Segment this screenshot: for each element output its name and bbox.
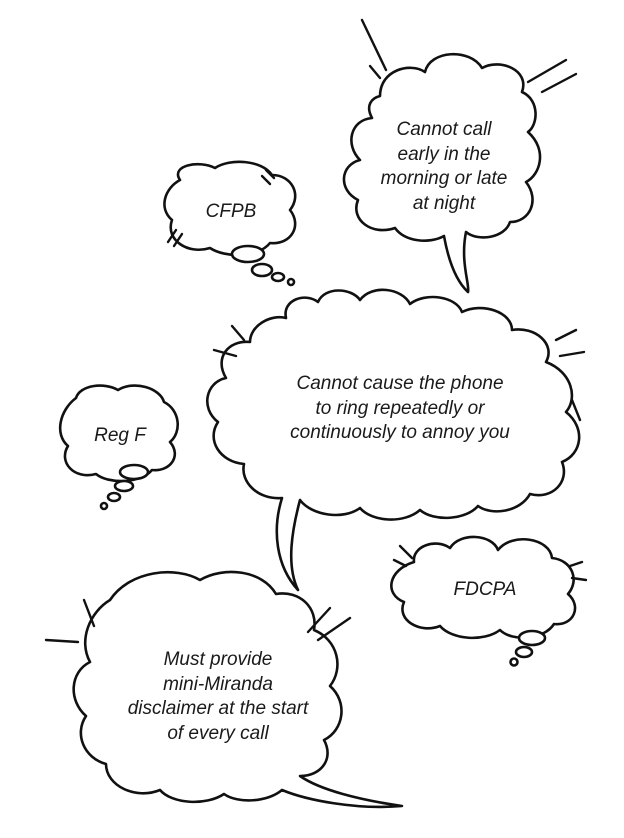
- cfpb-thought-bubble: [163, 160, 297, 287]
- fdcpa-label: FDCPA: [453, 579, 517, 600]
- repeated-calls-label: Cannot cause the phone to ring repeatedl…: [290, 373, 510, 444]
- reg-f-label: Reg F: [94, 425, 146, 446]
- reg-f-thought-bubble: [58, 384, 179, 511]
- mini-miranda-label: Must provide mini-Miranda disclaimer at …: [127, 649, 309, 745]
- repeated-calls-speech-bubble: [206, 288, 586, 592]
- cfpb-label: CFPB: [205, 201, 257, 222]
- call-hours-label: Cannot call early in the morning or late…: [380, 119, 508, 215]
- fdcpa-thought-bubble: [390, 535, 588, 667]
- mini-miranda-speech-bubble: [44, 570, 404, 809]
- call-hours-speech-bubble: [342, 18, 578, 294]
